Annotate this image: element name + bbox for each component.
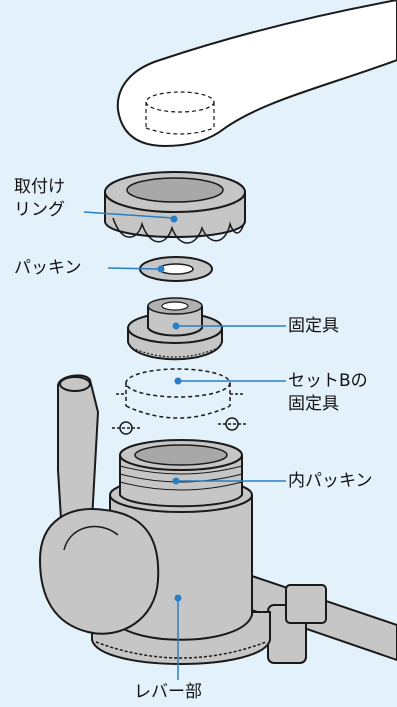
lever-unit [38,374,397,665]
leader-dot-mounting-ring [170,215,178,223]
label-mounting-ring-line1: 取付け [14,177,65,197]
leader-mounting-ring [83,211,174,219]
leader-packing [107,267,161,270]
label-lever: レバー部 [134,682,202,702]
label-packing: パッキン [14,258,82,278]
set-b-fixture [112,368,246,435]
label-fixture: 固定具 [288,316,339,336]
label-set-b-line2: 固定具 [288,394,339,414]
mounting-ring [104,171,246,244]
leader-dot-lever [174,594,182,602]
faucet-spout [116,0,397,148]
leader-dot-set-b [174,377,182,385]
leader-lines [83,211,286,680]
leader-dot-fixture [172,322,180,330]
leader-dot-packing [157,265,165,273]
leader-dot-inner-packing [172,477,180,485]
label-inner-packing: 内パッキン [288,471,373,491]
label-mounting-ring-line2: リング [14,200,65,220]
label-set-b-line1: セットBの [288,371,368,391]
